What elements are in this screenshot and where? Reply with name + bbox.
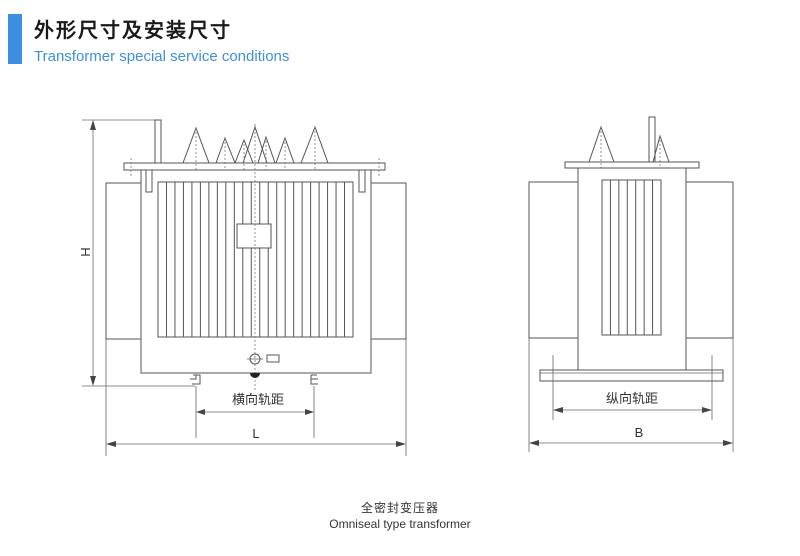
bushing: [588, 125, 615, 163]
cover-plate: [123, 162, 386, 171]
base-rail: [539, 369, 724, 382]
grounding-bolt-icon: [250, 373, 260, 378]
width-label: B: [635, 425, 644, 440]
bushing: [300, 125, 329, 164]
bushing: [257, 135, 276, 164]
radiator-right: [685, 181, 734, 339]
accent-bar: [8, 14, 22, 64]
arrow-right-icon: [723, 440, 733, 446]
breather-pipe: [154, 119, 162, 164]
nameplate: [236, 223, 272, 249]
wheel-left: [190, 374, 201, 385]
longitudinal-gauge-label: 纵向轨距: [606, 391, 658, 407]
breather-pipe: [648, 116, 656, 163]
arrow-left-icon: [196, 409, 205, 415]
arrow-down-icon: [90, 376, 96, 386]
arrow-up-icon: [90, 120, 96, 130]
length-label: L: [252, 426, 259, 441]
radiator-left: [105, 182, 142, 340]
length-dimension: L: [105, 339, 407, 456]
arrow-left-icon: [529, 440, 539, 446]
bushing: [652, 134, 670, 163]
arrow-right-icon: [396, 441, 406, 447]
bushing: [182, 126, 210, 164]
width-dimension: B: [528, 338, 734, 452]
caption-en: Omniseal type transformer: [329, 517, 471, 531]
arrow-right-icon: [702, 407, 712, 413]
rail-gauge-dimension: 横向轨距: [195, 386, 315, 438]
drain-plug: [266, 354, 280, 363]
arrow-right-icon: [305, 409, 314, 415]
section-title-en: Transformer special service conditions: [34, 48, 290, 65]
height-label: H: [78, 247, 93, 256]
radiator-left: [528, 181, 579, 339]
transverse-gauge-label: 横向轨距: [232, 392, 284, 408]
front-view: H: [78, 119, 407, 456]
arrow-left-icon: [106, 441, 116, 447]
bushings: [130, 125, 380, 178]
section-title-cn: 外形尺寸及安装尺寸: [34, 18, 232, 42]
arrow-left-icon: [553, 407, 563, 413]
wheel-right: [310, 374, 318, 385]
corrugated-fins: [601, 179, 662, 336]
rail-gauge-dimension: 纵向轨距: [552, 355, 713, 420]
lifting-lug: [145, 169, 153, 193]
height-dimension: H: [78, 119, 195, 387]
radiator-right: [370, 182, 407, 340]
corrugated-fins: [157, 181, 354, 338]
cover-plate: [564, 161, 700, 169]
fin-frame: [157, 181, 354, 338]
lifting-lug: [358, 169, 366, 193]
bushing: [242, 125, 268, 164]
side-view: 纵向轨距 B: [528, 116, 734, 452]
bushing: [215, 136, 236, 164]
fin-frame: [601, 179, 662, 336]
caption-cn: 全密封变压器: [360, 501, 439, 515]
